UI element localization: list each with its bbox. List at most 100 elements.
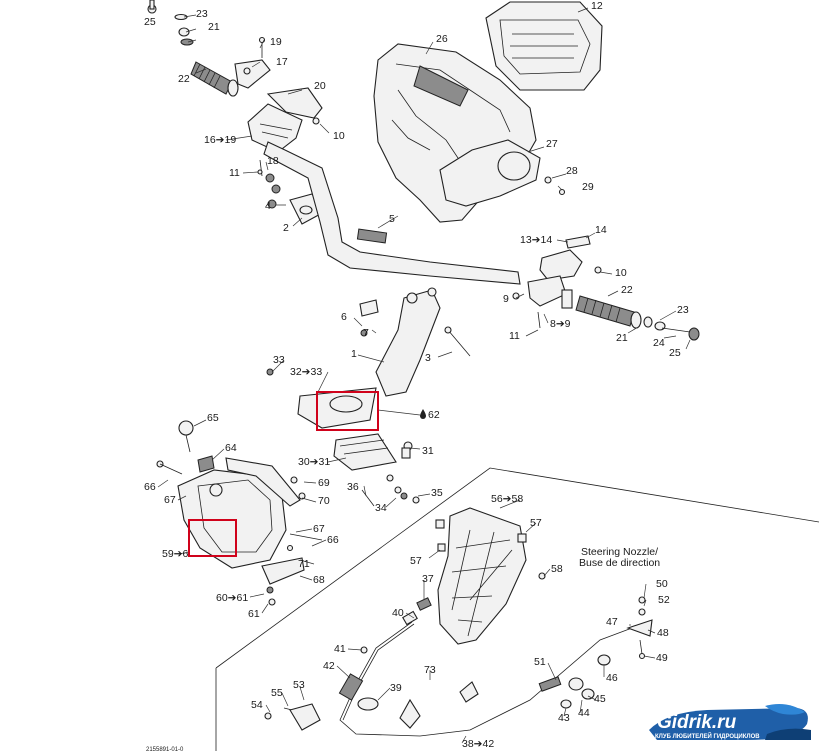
callout-68: 68 <box>313 574 325 586</box>
callout-39: 39 <box>390 682 402 694</box>
highlight-box-lower <box>188 519 237 557</box>
callout-10b: 10 <box>615 267 627 279</box>
callout-20: 20 <box>314 80 326 92</box>
callout-42: 42 <box>323 660 335 672</box>
callout-21a: 21 <box>208 21 220 33</box>
steering-column <box>266 287 471 471</box>
left-housing <box>247 103 303 177</box>
oil-drop-icon <box>420 409 426 419</box>
nozzle-caption-line1: Steering Nozzle/ <box>581 546 658 558</box>
callout-64: 64 <box>225 442 237 454</box>
callout-38-42: 38➔42 <box>462 738 494 750</box>
callout-31: 31 <box>422 445 434 457</box>
callout-8-9: 8➔9 <box>550 318 571 330</box>
left-handle-bracket <box>234 36 271 89</box>
callout-48: 48 <box>657 627 669 639</box>
pivot-hardware <box>361 474 420 507</box>
callout-25b: 25 <box>669 347 681 359</box>
leader-lines <box>157 7 691 744</box>
callout-14: 14 <box>595 224 607 236</box>
jetski-wave-icon <box>765 704 805 715</box>
callout-37: 37 <box>422 573 434 585</box>
callout-67b: 67 <box>313 523 325 535</box>
callout-58: 58 <box>551 563 563 575</box>
callout-10a: 10 <box>333 130 345 142</box>
callout-73: 73 <box>424 664 436 676</box>
callout-65: 65 <box>207 412 219 424</box>
callout-21b: 21 <box>616 332 628 344</box>
logo-brand: Gidrik.ru <box>657 712 737 733</box>
drawing-code: 2155891-01-0 <box>146 747 184 751</box>
callout-22b: 22 <box>621 284 633 296</box>
callout-24: 24 <box>653 337 665 349</box>
callout-7: 7 <box>363 327 369 339</box>
nozzle-support-frame <box>416 507 546 645</box>
callout-27: 27 <box>546 138 558 150</box>
callout-66b: 66 <box>327 534 339 546</box>
callout-33: 33 <box>273 354 285 366</box>
callout-32-33: 32➔33 <box>290 366 322 378</box>
callout-26: 26 <box>436 33 448 45</box>
callout-11a: 11 <box>229 167 240 179</box>
callout-36: 36 <box>347 481 359 493</box>
callout-29: 29 <box>582 181 594 193</box>
callout-46: 46 <box>606 672 618 684</box>
callout-1: 1 <box>351 348 357 360</box>
callout-43: 43 <box>558 712 570 724</box>
callout-5: 5 <box>389 213 395 225</box>
callout-49: 49 <box>656 652 668 664</box>
callout-67a: 67 <box>164 494 176 506</box>
gidrik-logo: Gidrik.ru КЛУБ ЛЮБИТЕЛЕЙ ГИДРОЦИКЛОВ <box>649 704 811 740</box>
callout-44: 44 <box>578 707 590 719</box>
callout-53: 53 <box>293 679 305 691</box>
cable-inset-frame <box>215 467 819 751</box>
logo-tagline: КЛУБ ЛЮБИТЕЛЕЙ ГИДРОЦИКЛОВ <box>655 732 760 740</box>
steering-bracket <box>156 420 323 606</box>
callout-69: 69 <box>318 477 330 489</box>
callout-56-58: 56➔58 <box>491 493 523 505</box>
callout-47: 47 <box>606 616 618 628</box>
highlight-box-upper <box>316 391 379 431</box>
callout-40: 40 <box>392 607 404 619</box>
callout-50: 50 <box>656 578 668 590</box>
callout-60-61: 60➔61 <box>216 592 248 604</box>
callout-57b: 57 <box>410 555 422 567</box>
callout-9: 9 <box>503 293 509 305</box>
callout-6: 6 <box>341 311 347 323</box>
callout-18: 18 <box>267 155 279 167</box>
callout-61: 61 <box>248 608 260 620</box>
callout-52: 52 <box>658 594 670 606</box>
callout-70: 70 <box>318 495 330 507</box>
callout-62: 62 <box>428 409 440 421</box>
steering-cable <box>338 610 633 737</box>
callout-55: 55 <box>271 687 283 699</box>
callout-59-6: 59➔6 <box>162 548 188 560</box>
callout-16-19: 16➔19 <box>204 134 236 146</box>
callout-71: 71 <box>298 558 310 570</box>
callout-3: 3 <box>425 352 431 364</box>
callout-34: 34 <box>375 502 387 514</box>
callout-4: 4 <box>265 200 271 212</box>
callout-41: 41 <box>334 643 346 655</box>
callout-12: 12 <box>591 0 603 12</box>
console-panel <box>439 139 566 207</box>
callout-17: 17 <box>276 56 288 68</box>
right-grip-assembly <box>512 235 700 341</box>
callout-30-31: 30➔31 <box>298 456 330 468</box>
callout-45: 45 <box>594 693 606 705</box>
callout-22a: 22 <box>178 73 190 85</box>
handlebar <box>263 141 521 285</box>
callout-13-14: 13➔14 <box>520 234 552 246</box>
callout-28: 28 <box>566 165 578 177</box>
callout-66a: 66 <box>144 481 156 493</box>
callout-54: 54 <box>251 699 263 711</box>
callout-19a: 19 <box>270 36 282 48</box>
callout-25a: 25 <box>144 16 156 28</box>
callout-2: 2 <box>283 222 289 234</box>
callout-35: 35 <box>431 487 443 499</box>
callout-57a: 57 <box>530 517 542 529</box>
left-grip-hardware <box>147 0 239 97</box>
storage-lid <box>485 1 603 91</box>
throttle-lever <box>266 87 323 125</box>
